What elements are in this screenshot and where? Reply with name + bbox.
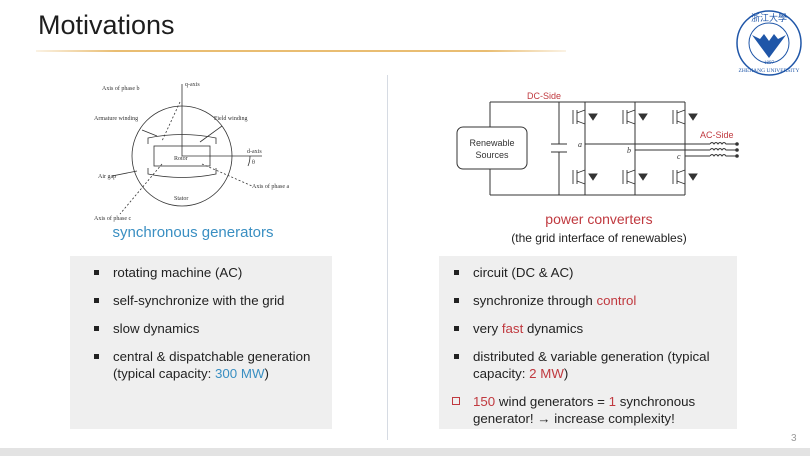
power-converter-features-box: circuit (DC & AC) synchronize through con… [439, 256, 737, 429]
bullet-text: ) [563, 366, 569, 381]
label-armature-winding: Armature winding [94, 116, 138, 122]
label-axis-phase-c: Axis of phase c [94, 215, 131, 222]
square-bullet-icon [454, 326, 459, 331]
synchronous-generator-diagram: Axis of phase b q-axis Armature winding … [92, 76, 297, 224]
bullet-text: 150 [473, 394, 496, 409]
square-bullet-icon [94, 326, 99, 331]
bullet-item: slow dynamics [94, 320, 332, 337]
right-bullet-list: circuit (DC & AC) synchronize through con… [452, 264, 737, 438]
ac-side-label: AC-Side [700, 130, 734, 140]
checkbox-bullet-icon [452, 397, 460, 405]
bullet-text: synchronize through [473, 293, 597, 308]
logo-year: 1897 [764, 61, 775, 66]
renewable-sources-label-1: Renewable [469, 138, 514, 148]
page-number: 3 [791, 433, 797, 444]
bullet-text: 2 MW [529, 366, 564, 381]
node-a-label: a [578, 140, 582, 149]
label-axis-phase-b: Axis of phase b [102, 85, 140, 92]
synchronous-generator-features-box: rotating machine (AC) self-synchronize wi… [70, 256, 332, 429]
square-bullet-icon [454, 298, 459, 303]
bullet-item: central & dispatchable generation (typic… [94, 348, 332, 382]
synchronous-generators-caption: synchronous generators [112, 224, 274, 241]
renewable-sources-box [456, 126, 528, 170]
bottom-bar [0, 448, 810, 456]
bullet-text: control [596, 293, 637, 308]
bullet-text: fast [501, 321, 524, 336]
square-bullet-icon [454, 270, 459, 275]
dc-side-label: DC-Side [527, 92, 561, 101]
bullet-text: self-synchronize with the grid [113, 293, 285, 308]
node-b-label: b [627, 146, 631, 155]
eagle-emblem-icon [752, 34, 786, 58]
bullet-item: synchronize through control [454, 292, 737, 309]
bullet-item: very fast dynamics [454, 320, 737, 337]
logo-chinese-text: 浙江大學 [751, 12, 787, 23]
left-bullet-list: rotating machine (AC) self-synchronize wi… [94, 264, 332, 393]
label-axis-phase-a: Axis of phase a [252, 183, 289, 190]
bullet-text: ) [264, 366, 269, 381]
power-converters-caption: power converters [545, 211, 653, 227]
bullet-item: circuit (DC & AC) [454, 264, 737, 281]
bullet-item: rotating machine (AC) [94, 264, 332, 281]
bullet-item: distributed & variable generation (typic… [454, 348, 737, 382]
square-bullet-icon [94, 270, 99, 275]
bullet-text: slow dynamics [113, 321, 200, 336]
square-bullet-icon [94, 298, 99, 303]
label-q-axis: q-axis [185, 82, 200, 88]
bullet-text: wind generators = [495, 394, 609, 409]
logo-university-text: ZHEJIANG UNIVERSITY [739, 68, 800, 74]
label-stator: Stator [174, 196, 188, 202]
bullet-item: 150 wind generators = 1 synchronous gene… [452, 393, 737, 427]
bullet-text: very [473, 321, 502, 336]
bullet-text: distributed & variable generation (typic… [473, 349, 710, 381]
university-logo: 浙江大學 1897 ZHEJIANG UNIVERSITY [734, 8, 804, 78]
label-d-axis: d-axis [247, 149, 262, 155]
label-air-gap: Air gap [98, 174, 116, 180]
bullet-text: 300 MW [214, 366, 265, 381]
title-underline [36, 50, 566, 52]
label-rotor: Rotor [174, 156, 188, 162]
square-bullet-icon [94, 354, 99, 359]
ac-inductors [709, 142, 737, 157]
label-theta: θ [252, 160, 255, 166]
renewable-sources-label-2: Sources [475, 150, 509, 160]
square-bullet-icon [454, 354, 459, 359]
igbt-switches [572, 109, 698, 185]
label-field-winding: Field winding [214, 116, 248, 122]
bullet-text: synchronous generator! → increase comple… [473, 394, 696, 426]
bullet-text: central & dispatchable generation (typic… [113, 349, 311, 381]
bullet-text: rotating machine (AC) [113, 265, 243, 280]
bullet-text: dynamics [523, 321, 584, 336]
slide-title: Motivations [38, 10, 175, 40]
column-divider [387, 75, 388, 440]
node-c-label: c [677, 152, 681, 161]
bullet-text: circuit (DC & AC) [473, 265, 574, 280]
bullet-text: 1 [608, 394, 617, 409]
power-converters-subcaption: (the grid interface of renewables) [511, 231, 687, 245]
bullet-item: self-synchronize with the grid [94, 292, 332, 309]
power-converter-diagram: DC-Side AC-Side Renewable Sources a b c [455, 91, 740, 207]
